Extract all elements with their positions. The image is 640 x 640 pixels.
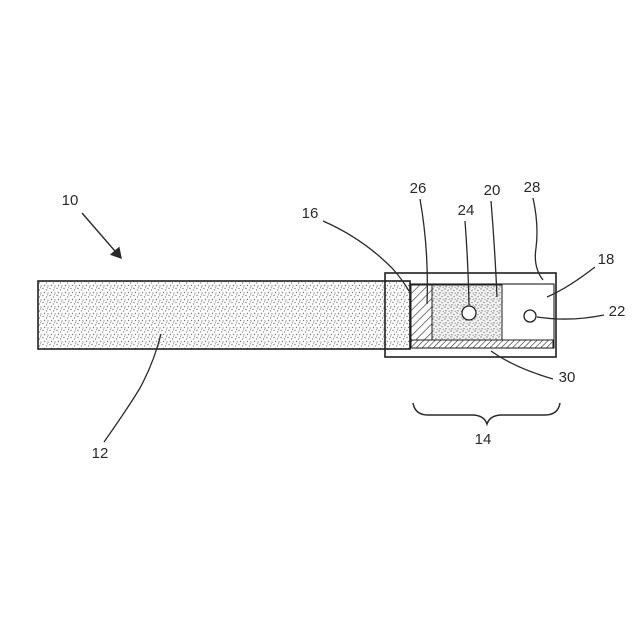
hole-22 (523, 309, 537, 323)
outer-tube (384, 272, 557, 358)
ref-label-10: 10 (62, 192, 79, 209)
leader-22 (536, 314, 605, 320)
leader-20 (490, 200, 498, 298)
ref-label-26: 26 (410, 180, 427, 197)
leader-24 (464, 220, 470, 306)
ref-label-24: 24 (458, 202, 475, 219)
leader-30 (490, 350, 554, 380)
hole-24 (461, 305, 477, 321)
ref-label-20: 20 (484, 182, 501, 199)
leader-12 (103, 333, 162, 443)
leader-28 (532, 197, 544, 281)
leader-10-arrow (81, 212, 122, 260)
ref-label-16: 16 (302, 205, 319, 222)
ref-label-30: 30 (559, 369, 576, 386)
ref-label-22: 22 (609, 303, 626, 320)
leader-16 (322, 220, 410, 292)
hatched-plug-segment (410, 284, 433, 341)
ref-label-12: 12 (92, 445, 109, 462)
leader-18 (546, 266, 596, 298)
brace-14 (412, 402, 561, 427)
ref-label-28: 28 (524, 179, 541, 196)
ref-label-14: 14 (475, 431, 492, 448)
ref-label-18: 18 (598, 251, 615, 268)
rod-body (37, 280, 411, 350)
leader-26 (419, 198, 429, 305)
bottom-strip (410, 339, 554, 349)
